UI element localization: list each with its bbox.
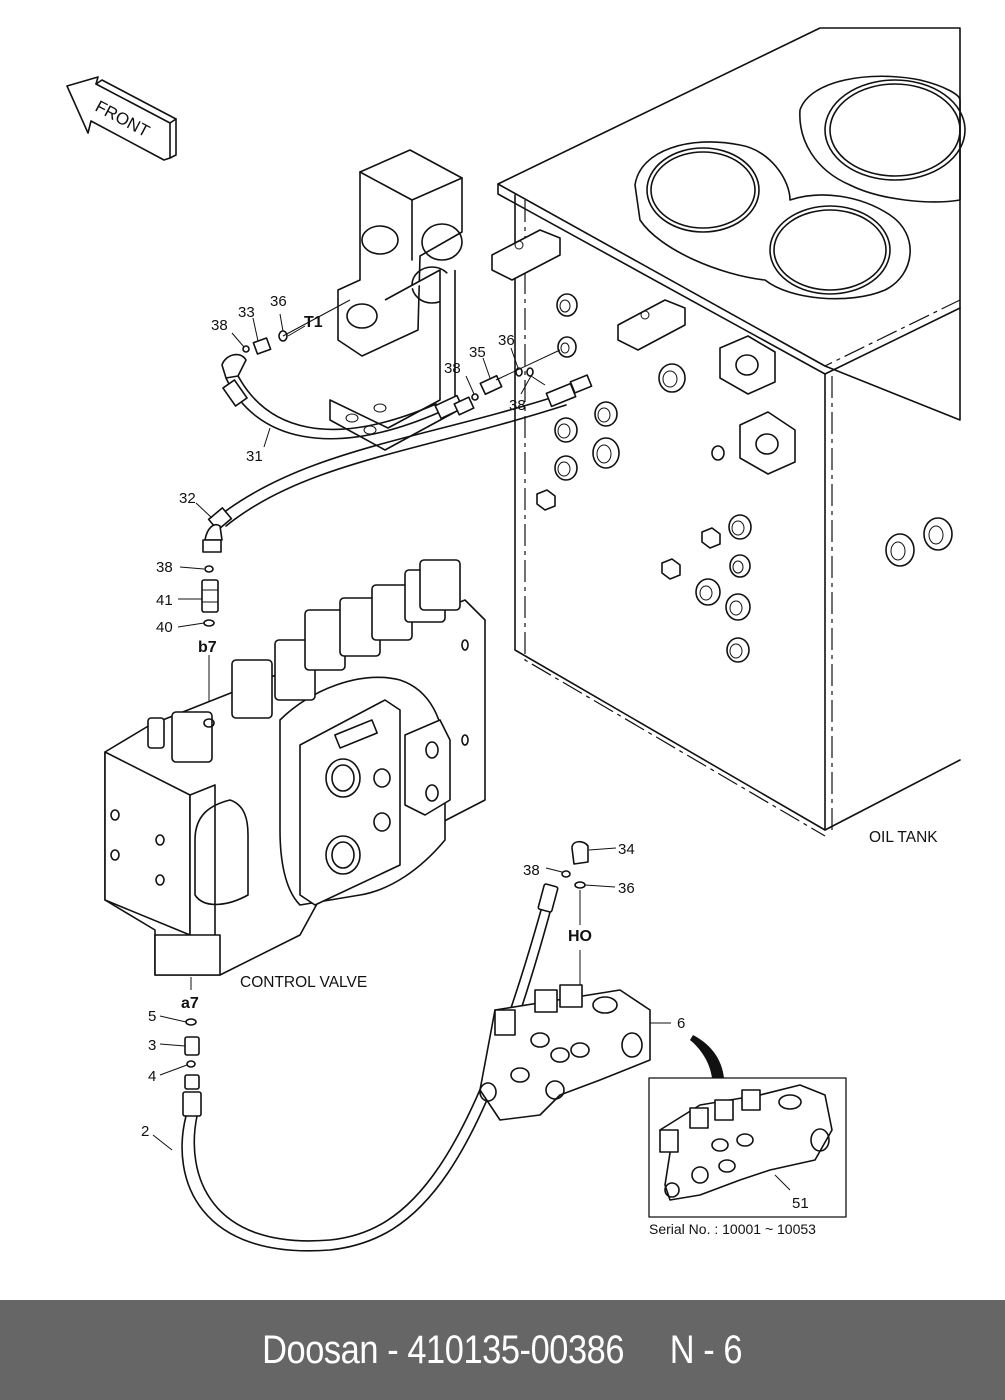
fittings-upper [242,299,561,416]
callout-35: 35 [469,344,486,361]
hose-32 [202,374,593,553]
callout-33: 33 [238,304,255,321]
callout-32: 32 [179,490,196,507]
callout-38: 38 [156,559,173,576]
callout-31: 31 [246,448,263,465]
hose-31 [221,353,464,440]
callout-2: 2 [141,1123,149,1140]
callout-6: 6 [677,1015,685,1032]
port-ho-label: HO [568,928,592,945]
callout-51: 51 [792,1195,809,1212]
fittings-ho [561,840,589,1010]
callout-38: 38 [211,317,228,334]
port-a7-label: a7 [181,995,199,1012]
part-number-caption: Doosan - 410135-00386 N - 6 [262,1327,743,1372]
callout-4: 4 [148,1068,156,1085]
serial-number-label: Serial No. : 10001 ~ 10053 [649,1221,816,1237]
callout-36: 36 [498,332,515,349]
leader-lines [152,313,671,1151]
callout-34: 34 [618,841,635,858]
footer-banner: Doosan - 410135-00386 N - 6 [0,1300,1005,1400]
callout-labels: 38 33 36 T1 31 38 35 36 38 32 38 41 40 b… [141,293,809,1212]
callout-38: 38 [523,862,540,879]
fittings-b7 [201,565,219,720]
control-valve-label: CONTROL VALVE [240,974,367,991]
callout-41: 41 [156,592,173,609]
callout-40: 40 [156,619,173,636]
solenoid-valve-6 [479,984,651,1121]
callout-3: 3 [148,1037,156,1054]
pilot-valve-block [329,149,463,451]
parts-diagram: FRONT [66,27,966,1252]
oil-tank: OIL TANK [491,27,966,846]
port-t1-label: T1 [304,314,323,331]
callout-36: 36 [618,880,635,897]
callout-38: 38 [444,360,461,377]
control-valve: CONTROL VALVE [104,559,486,991]
front-arrow-icon: FRONT [66,76,177,161]
oil-tank-label: OIL TANK [869,829,938,846]
inset-detail: Serial No. : 10001 ~ 10053 [648,1077,847,1237]
inset-pointer-icon [690,1035,724,1078]
callout-5: 5 [148,1008,156,1025]
callout-36: 36 [270,293,287,310]
port-b7-label: b7 [198,639,217,656]
callout-38: 38 [509,397,526,414]
